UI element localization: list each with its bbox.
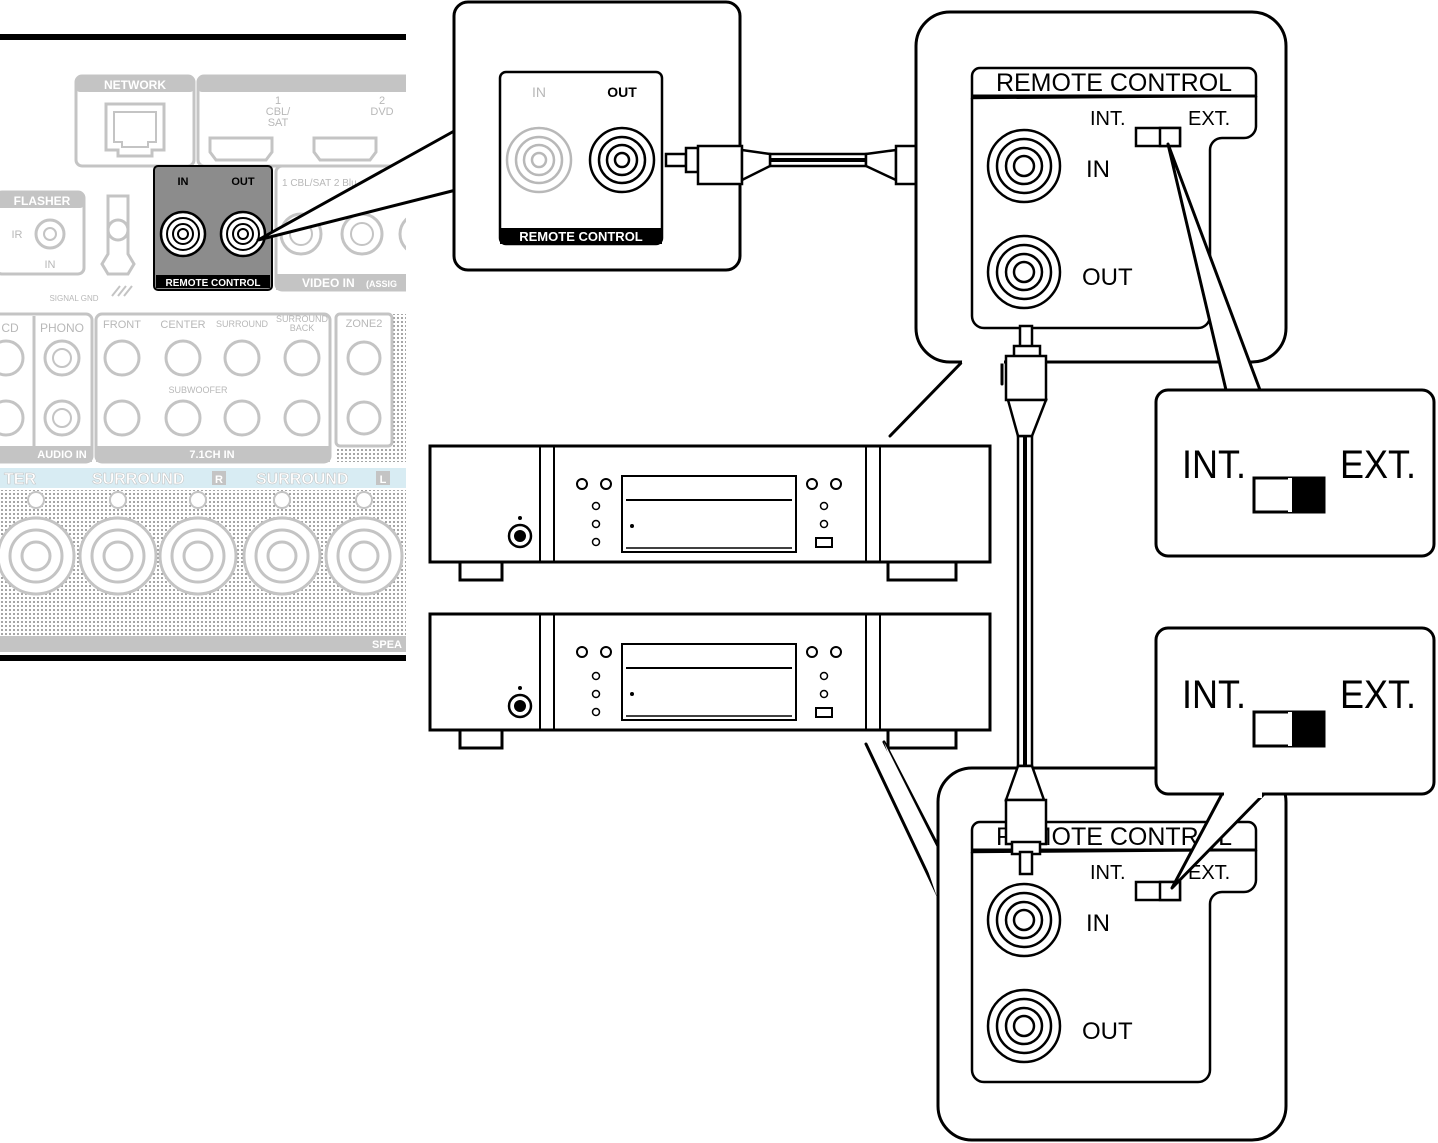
- bottom-device-ext-label: EXT.: [1188, 862, 1230, 884]
- hdmi1-name-line1: CBL/: [266, 106, 291, 118]
- ir-label: IR: [12, 229, 23, 241]
- receiver-rc-out-jack: [219, 210, 267, 258]
- zoom-rc-in-label: IN: [532, 84, 546, 100]
- zoom-rc-out-jack: [588, 126, 656, 194]
- zone2-label: ZONE2: [346, 318, 383, 330]
- bottom-device-out-jack: [986, 988, 1062, 1064]
- cd-label: CD: [1, 321, 19, 335]
- zoom-box-receiver: IN OUT REMOTE CONTROL: [452, 0, 742, 272]
- bottom-switch-callout-switch[interactable]: [1252, 710, 1326, 748]
- signal-gnd-terminal: SIGNAL GND: [49, 194, 136, 303]
- video-in-jacks: 1 CBL/SAT 2 Blu VIDEO IN (ASSIG: [274, 164, 406, 292]
- flasher-input: FLASHER IR IN: [0, 190, 86, 276]
- bottom-device-in-jack: [986, 882, 1062, 958]
- phono-label: PHONO: [40, 321, 84, 335]
- speaker-surround-l-label: SURROUND: [256, 471, 348, 488]
- speaker-surround-r-label: SURROUND: [92, 471, 184, 488]
- top-switch-callout-ext: EXT.: [1340, 443, 1416, 487]
- ch71-in-label: 7.1CH IN: [189, 449, 234, 461]
- hdmi2-name: DVD: [370, 106, 393, 118]
- hdmi-ports: 1 CBL/ SAT 2 DVD: [196, 74, 406, 168]
- top-device-in-label: IN: [1086, 156, 1110, 183]
- center-label: CENTER: [160, 319, 205, 331]
- top-device-remote-panel: REMOTE CONTROL INT. EXT. IN OUT: [914, 10, 1288, 364]
- multichannel-in-jacks: FRONT CENTER SURROUND SURROUND BACK SUBW…: [94, 312, 332, 464]
- video-in-assign-label: (ASSIG: [366, 279, 397, 289]
- speakers-label: SPEA: [372, 639, 402, 651]
- bottom-cd-player: [428, 612, 992, 750]
- receiver-rc-label: REMOTE CONTROL: [166, 278, 261, 289]
- zone2-jacks: ZONE2: [334, 312, 406, 462]
- surround-back-label-2: BACK: [290, 323, 315, 333]
- bottom-device-int-ext-switch[interactable]: [1134, 880, 1182, 902]
- network-port: NETWORK: [74, 74, 196, 168]
- bottom-device-int-label: INT.: [1090, 862, 1126, 884]
- top-cd-player: [428, 444, 992, 582]
- cable-plug-bottom-overlay: [1004, 764, 1048, 876]
- receiver-rc-in-label: IN: [178, 176, 189, 188]
- speaker-terminals: TER SURROUND R SURROUND L: [0, 468, 406, 652]
- bottom-device-in-label: IN: [1086, 910, 1110, 937]
- top-switch-callout-int: INT.: [1182, 443, 1246, 487]
- flasher-label: FLASHER: [14, 194, 71, 208]
- signal-gnd-label: SIGNAL GND: [49, 294, 98, 303]
- top-switch-callout: INT. EXT.: [1154, 388, 1436, 558]
- zoom-pointer-top-device: [888, 360, 1004, 438]
- bottom-switch-callout: INT. EXT.: [1154, 626, 1436, 798]
- surround-label: SURROUND: [216, 319, 269, 329]
- zoom-pointer-bottom-device: [864, 740, 942, 902]
- front-label: FRONT: [103, 319, 141, 331]
- audio-in-jacks: CD PHONO AUDIO IN: [0, 312, 94, 464]
- zoom-rc-in-jack: [505, 126, 573, 194]
- top-device-title: REMOTE CONTROL: [996, 69, 1232, 97]
- audio-in-label: AUDIO IN: [37, 449, 87, 461]
- receiver-remote-control-jacks: IN OUT REMOTE CONTROL: [153, 165, 273, 291]
- speaker-center-label: TER: [4, 471, 36, 488]
- top-device-int-ext-switch[interactable]: [1134, 126, 1182, 148]
- speaker-surround-r-badge: R: [215, 474, 223, 486]
- receiver-rc-in-jack: [159, 210, 207, 258]
- zoom-rc-out-label: OUT: [607, 84, 637, 100]
- hdmi1-number: 1: [275, 95, 281, 107]
- hdmi1-name-line2: SAT: [268, 117, 289, 129]
- hdmi2-number: 2: [379, 95, 385, 107]
- subwoofer-label: SUBWOOFER: [168, 385, 228, 395]
- bottom-switch-callout-ext: EXT.: [1340, 673, 1416, 717]
- flasher-in-label: IN: [45, 259, 56, 271]
- receiver-rear-panel: NETWORK 1 CBL/ SAT 2 DVD FLASHER IR IN: [0, 34, 406, 661]
- speaker-surround-l-badge: L: [380, 474, 387, 486]
- video-in-top-label: 1 CBL/SAT 2 Blu: [282, 178, 357, 189]
- video-in-label: VIDEO IN: [302, 276, 355, 290]
- surround-back-label-1: SURROUND: [276, 314, 329, 324]
- cable-plug-left: [664, 144, 772, 186]
- top-device-int-label: INT.: [1090, 108, 1126, 130]
- cable-plug-top: [1004, 324, 1048, 438]
- top-device-out-jack: [986, 234, 1062, 310]
- bottom-device-out-label: OUT: [1082, 1018, 1133, 1045]
- top-device-in-jack: [986, 128, 1062, 204]
- top-switch-callout-switch[interactable]: [1252, 476, 1326, 514]
- bottom-switch-callout-int: INT.: [1182, 673, 1246, 717]
- top-device-ext-label: EXT.: [1188, 108, 1230, 130]
- top-device-out-label: OUT: [1082, 264, 1133, 291]
- network-label: NETWORK: [104, 78, 166, 92]
- zoom-rc-label: REMOTE CONTROL: [519, 229, 643, 244]
- receiver-rc-out-label: OUT: [231, 176, 255, 188]
